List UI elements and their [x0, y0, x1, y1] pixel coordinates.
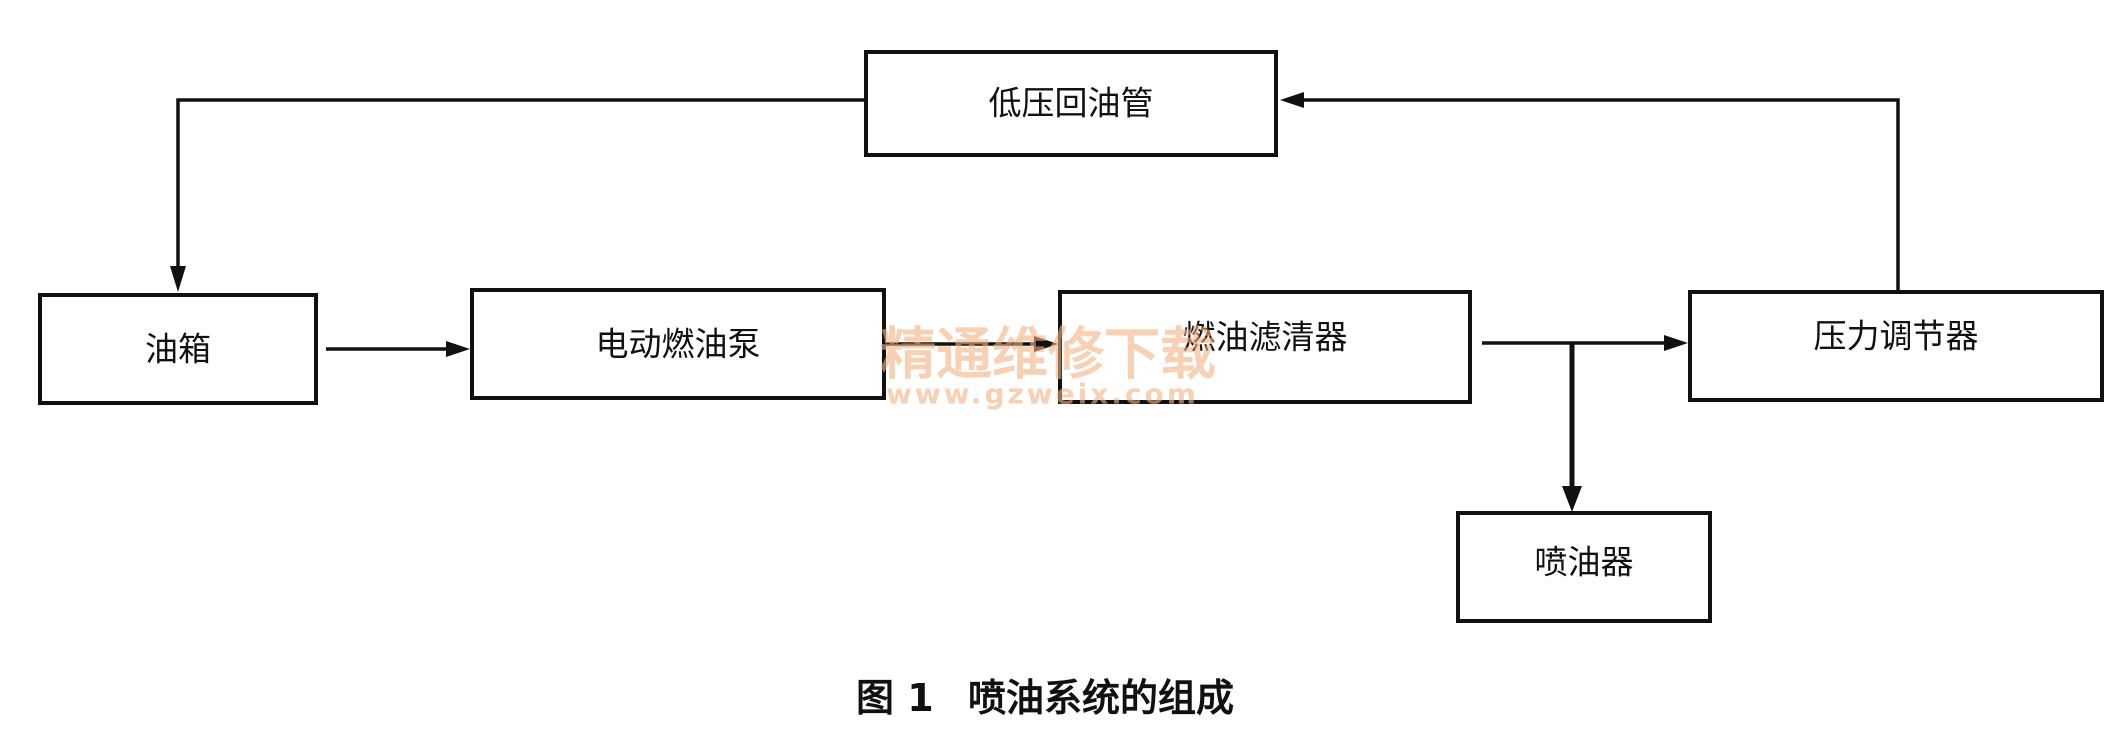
node-fuel-tank: 油箱: [38, 293, 318, 405]
node-electric-pump-label: 电动燃油泵: [596, 325, 761, 364]
watermark: 精通维修下载 www.gzweix.com: [880, 323, 1216, 411]
node-fuel-tank-label: 油箱: [145, 330, 211, 369]
arrow-pump-to-filter: [884, 336, 1058, 352]
caption-figure-number: 图 1: [856, 676, 934, 720]
node-injector: 喷油器: [1456, 511, 1712, 623]
watermark-url: www.gzweix.com: [886, 378, 1199, 411]
node-pressure-regulator-label: 压力调节器: [1814, 317, 1979, 356]
arrow-return-to-tank: [170, 98, 866, 292]
arrow-tank-to-pump: [326, 341, 470, 357]
node-pressure-regulator: 压力调节器: [1688, 290, 2104, 402]
arrow-branch-to-injector: [1562, 343, 1582, 512]
node-electric-pump: 电动燃油泵: [470, 288, 886, 400]
node-low-pressure-return-label: 低压回油管: [989, 84, 1154, 123]
node-injector-label: 喷油器: [1535, 543, 1634, 582]
node-low-pressure-return: 低压回油管: [864, 50, 1278, 157]
caption-title: 喷油系统的组成: [968, 676, 1234, 720]
node-fuel-filter-label: 燃油滤清器: [1183, 318, 1348, 357]
watermark-site-name: 精通维修下载: [880, 323, 1216, 388]
arrow-filter-to-regulator: [1482, 335, 1688, 351]
node-fuel-filter: 燃油滤清器: [1058, 290, 1472, 404]
arrow-regulator-to-return: [1280, 92, 1900, 292]
figure-caption: 图 1 喷油系统的组成: [856, 676, 1234, 720]
